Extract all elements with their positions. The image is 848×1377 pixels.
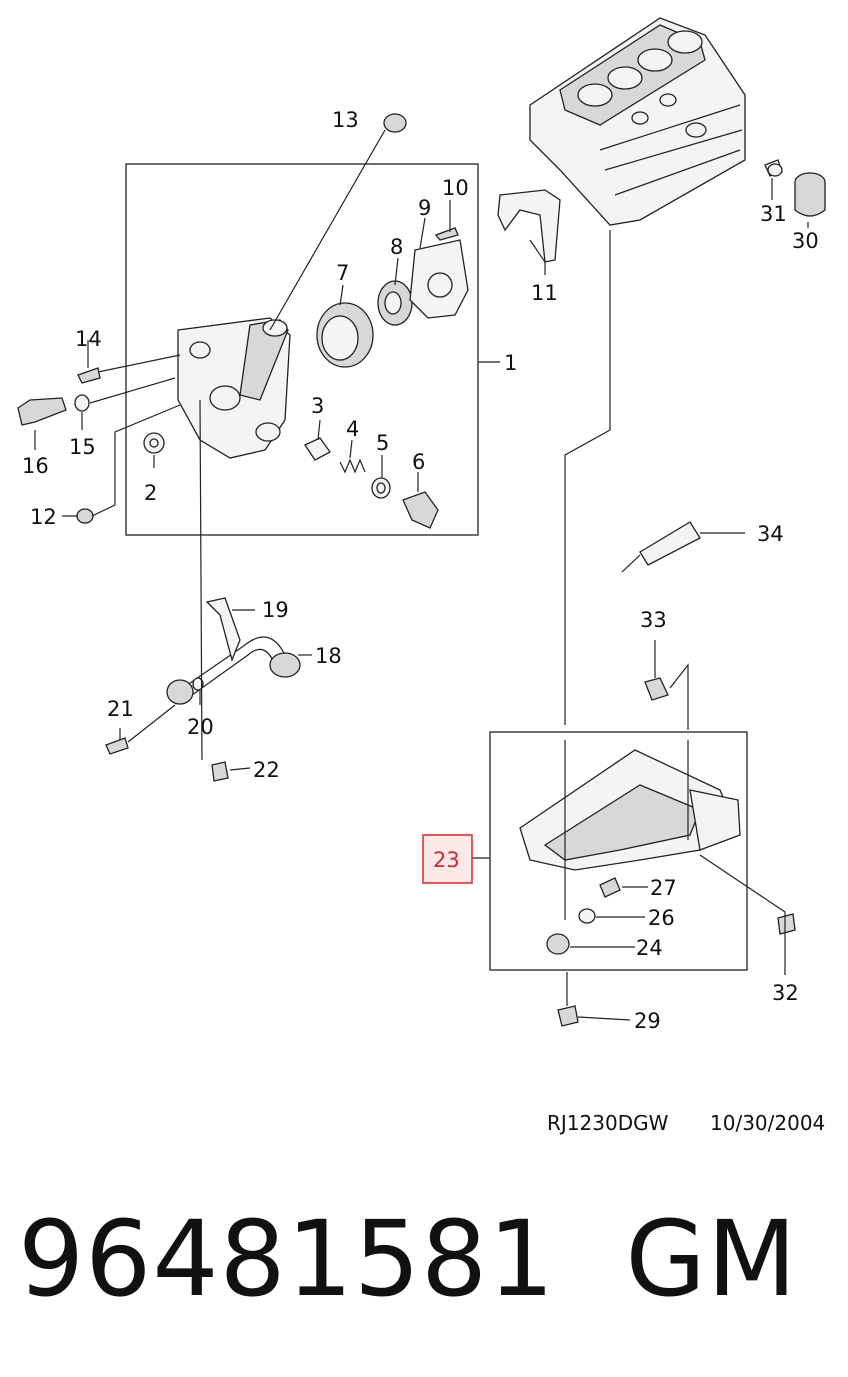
drain-plug [546, 933, 570, 955]
sealant-tube [621, 521, 701, 573]
washer [371, 477, 391, 499]
oil-filter [794, 172, 826, 217]
part-number-line: 96481581 GM [18, 1198, 798, 1320]
callout-10[interactable]: 10 [442, 176, 469, 200]
engine-block [529, 17, 783, 226]
oil-pump-body [177, 317, 291, 459]
pump-bolt [77, 367, 101, 384]
part-number: 96481581 [18, 1198, 556, 1320]
oil-filter-adapter [767, 163, 783, 177]
callout-31[interactable]: 31 [760, 202, 787, 226]
oil-pan-bolt-33 [644, 677, 669, 701]
sensor-washer [74, 394, 90, 412]
callout-13[interactable]: 13 [332, 108, 359, 132]
callout-29[interactable]: 29 [634, 1009, 661, 1033]
callout-8[interactable]: 8 [390, 235, 403, 259]
oil-pan-box [489, 731, 748, 971]
pump-cover [409, 239, 469, 319]
callout-16[interactable]: 16 [22, 454, 49, 478]
rear-seal-gasket [497, 189, 561, 263]
drawing-reference-code: RJ1230DGW [547, 1111, 669, 1135]
cover-screw [434, 227, 459, 241]
oil-pressure-switch [17, 397, 67, 426]
callout-32[interactable]: 32 [772, 981, 799, 1005]
strainer-bracket [205, 597, 241, 663]
plug [383, 113, 407, 133]
drawing-date: 10/30/2004 [710, 1111, 825, 1135]
callout-24[interactable]: 24 [636, 936, 663, 960]
oil-pan [519, 749, 741, 871]
oil-level-sensor [599, 877, 621, 898]
drain-plug-washer [578, 908, 596, 924]
callout-3[interactable]: 3 [311, 394, 324, 418]
callout-21[interactable]: 21 [107, 697, 134, 721]
callout-23[interactable]: 23 [433, 848, 460, 872]
front-seal [143, 432, 165, 454]
oil-strainer [166, 636, 301, 705]
relief-plunger [304, 437, 331, 461]
strainer-gasket [192, 677, 204, 691]
callout-6[interactable]: 6 [412, 450, 425, 474]
strainer-bolt [105, 737, 129, 755]
callout-34[interactable]: 34 [757, 522, 784, 546]
part-brand: GM [625, 1198, 798, 1320]
leader-lines [34, 129, 809, 1021]
callout-23-highlight [422, 834, 473, 884]
callout-5[interactable]: 5 [376, 431, 389, 455]
callout-20[interactable]: 20 [187, 715, 214, 739]
callout-1[interactable]: 1 [504, 351, 517, 375]
callout-19[interactable]: 19 [262, 598, 289, 622]
callout-11[interactable]: 11 [531, 281, 558, 305]
callout-26[interactable]: 26 [648, 906, 675, 930]
callout-14[interactable]: 14 [75, 327, 102, 351]
bushing [76, 508, 94, 524]
oil-pump-assembly-box [125, 163, 479, 536]
callout-7[interactable]: 7 [336, 261, 349, 285]
oil-pan-bolt-29 [557, 1005, 579, 1027]
callout-27[interactable]: 27 [650, 876, 677, 900]
bracket-bolt [211, 761, 229, 782]
callout-labels: 1 2 3 4 5 6 7 8 9 10 11 12 13 14 15 16 1… [22, 108, 819, 1033]
callout-15[interactable]: 15 [69, 435, 96, 459]
callout-30[interactable]: 30 [792, 229, 819, 253]
outer-rotor [316, 302, 374, 368]
relief-plug [402, 491, 439, 529]
callout-12[interactable]: 12 [30, 505, 57, 529]
callout-2[interactable]: 2 [144, 481, 157, 505]
callout-9[interactable]: 9 [418, 196, 431, 220]
inner-rotor-gear [377, 280, 413, 326]
oil-pan-bolt-32 [777, 913, 796, 935]
callout-22[interactable]: 22 [253, 758, 280, 782]
callout-33[interactable]: 33 [640, 608, 667, 632]
callout-4[interactable]: 4 [346, 417, 359, 441]
callout-18[interactable]: 18 [315, 644, 342, 668]
relief-spring [339, 458, 366, 474]
